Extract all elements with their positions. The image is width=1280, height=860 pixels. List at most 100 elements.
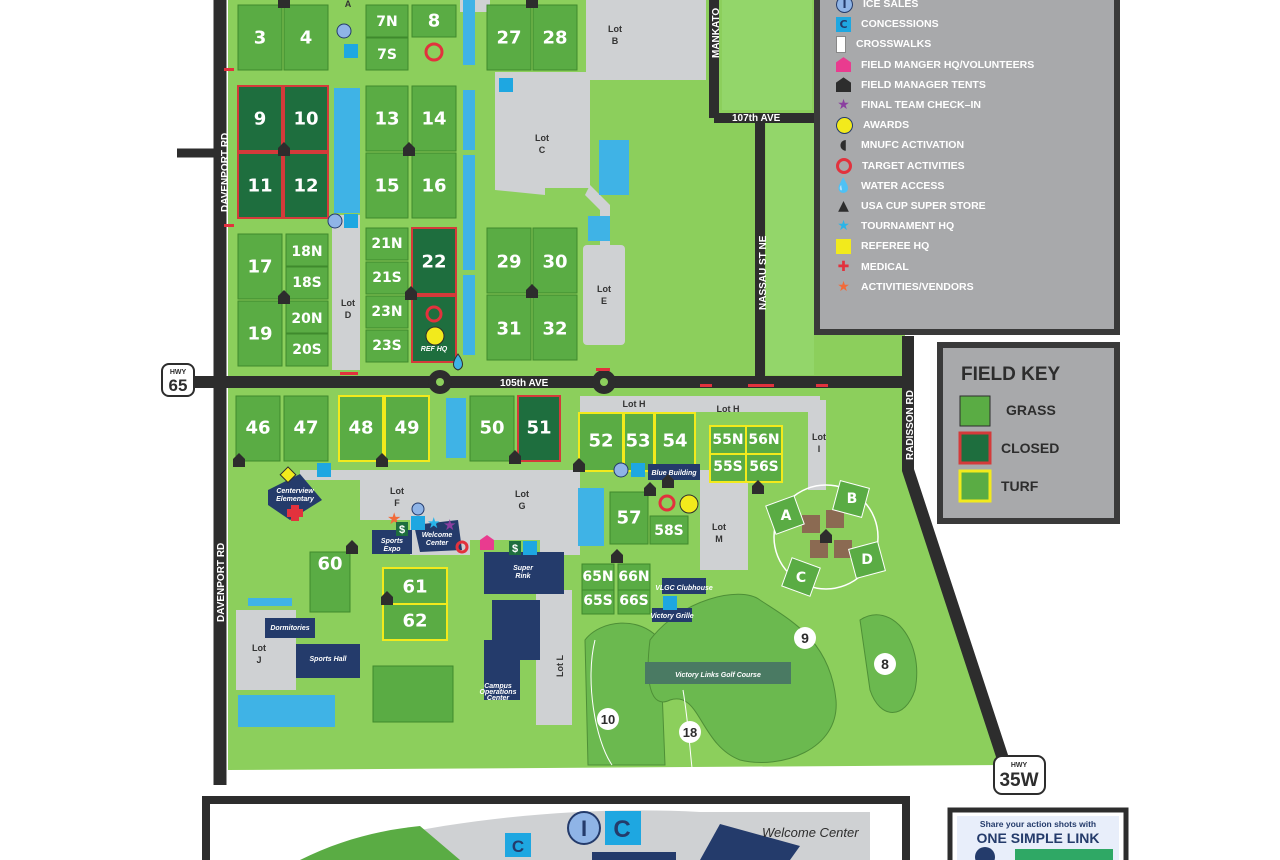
field-manager-tent-icon[interactable]	[509, 450, 521, 464]
field-15[interactable]	[365, 152, 409, 219]
field-21s[interactable]	[365, 261, 409, 295]
field-7n[interactable]	[365, 4, 409, 38]
field-c[interactable]	[781, 557, 821, 597]
field-30[interactable]	[532, 227, 578, 294]
field-29[interactable]	[486, 227, 532, 294]
awards-icon[interactable]	[679, 494, 699, 514]
ice-sales-icon[interactable]	[613, 462, 629, 478]
field-48[interactable]	[338, 395, 384, 462]
field-52[interactable]	[578, 412, 624, 472]
final-check-in-icon[interactable]: ★	[443, 517, 456, 534]
field-61[interactable]	[382, 567, 448, 605]
field-manager-tent-icon[interactable]	[662, 474, 674, 488]
field-50[interactable]	[469, 395, 515, 462]
field-14[interactable]	[411, 85, 457, 152]
concessions-icon[interactable]	[523, 541, 537, 555]
field-manager-tent-icon[interactable]	[278, 290, 290, 304]
field-manager-tent-icon[interactable]	[278, 0, 290, 8]
field-19[interactable]	[237, 300, 283, 367]
field-31[interactable]	[486, 294, 532, 361]
field-65n[interactable]	[581, 563, 615, 591]
crosswalk-icon[interactable]	[816, 384, 828, 387]
field-manager-tent-icon[interactable]	[405, 286, 417, 300]
crosswalk-icon[interactable]	[748, 384, 774, 387]
field-28[interactable]	[532, 4, 578, 71]
medical-icon[interactable]	[287, 505, 303, 521]
field-18n[interactable]	[285, 233, 329, 267]
field-manager-tent-icon[interactable]	[820, 529, 832, 543]
field-22[interactable]	[411, 227, 457, 295]
field-66s[interactable]	[617, 589, 651, 615]
target-icon[interactable]	[424, 42, 444, 62]
ice-sales-icon[interactable]	[411, 502, 425, 516]
tournament-hq-icon[interactable]: ★	[427, 515, 440, 532]
field-57[interactable]	[609, 491, 649, 545]
field-11[interactable]	[237, 152, 283, 219]
field-4[interactable]	[283, 4, 329, 71]
inset-concessions-icon[interactable]	[605, 811, 641, 845]
field-manager-tent-icon[interactable]	[233, 453, 245, 467]
field-20n[interactable]	[285, 300, 329, 334]
concessions-icon[interactable]	[344, 214, 358, 228]
field-7s[interactable]	[365, 37, 409, 71]
field-mnufc[interactable]	[372, 665, 454, 723]
field-32[interactable]	[532, 294, 578, 361]
concessions-icon[interactable]	[499, 78, 513, 92]
field-12[interactable]	[283, 152, 329, 219]
field-manager-tent-icon[interactable]	[403, 142, 415, 156]
target-icon[interactable]	[455, 540, 469, 554]
field-manager-tent-icon[interactable]	[278, 142, 290, 156]
field-10[interactable]	[283, 85, 329, 152]
crosswalk-icon[interactable]	[224, 68, 234, 71]
crosswalk-icon[interactable]	[340, 372, 358, 375]
field-21n[interactable]	[365, 227, 409, 261]
concessions-icon[interactable]	[663, 596, 677, 610]
field-d[interactable]	[848, 541, 886, 579]
field-51[interactable]	[517, 395, 561, 462]
field-manager-tent-icon[interactable]	[526, 0, 538, 8]
field-60[interactable]	[309, 551, 351, 613]
target-icon[interactable]	[425, 305, 443, 323]
field-58s[interactable]	[649, 515, 689, 545]
field-a[interactable]	[765, 495, 805, 535]
ice-sales-icon[interactable]	[327, 213, 343, 229]
ticket-sales-icon[interactable]	[509, 541, 521, 555]
field-13[interactable]	[365, 85, 409, 152]
field-27[interactable]	[486, 4, 532, 71]
ice-sales-icon[interactable]	[336, 23, 352, 39]
field-manager-tent-icon[interactable]	[611, 549, 623, 563]
field-manager-tent-icon[interactable]	[376, 453, 388, 467]
field-56s[interactable]	[745, 453, 783, 483]
field-47[interactable]	[283, 395, 329, 462]
qr-code-icon[interactable]	[1015, 849, 1113, 860]
field-46[interactable]	[235, 395, 281, 462]
inset-info-icon[interactable]	[567, 811, 601, 845]
ticket-sales-icon[interactable]	[396, 522, 408, 536]
concessions-icon[interactable]	[344, 44, 358, 58]
field-23n[interactable]	[365, 295, 409, 329]
awards-icon[interactable]	[425, 326, 445, 346]
field-17[interactable]	[237, 233, 283, 300]
field-3[interactable]	[237, 4, 283, 71]
field-9[interactable]	[237, 85, 283, 152]
field-manager-tent-icon[interactable]	[346, 540, 358, 554]
field-23s[interactable]	[365, 329, 409, 363]
field-manager-hq-icon[interactable]	[480, 535, 494, 550]
field-20s[interactable]	[285, 333, 329, 367]
field-62[interactable]	[382, 603, 448, 641]
concessions-icon[interactable]	[317, 463, 331, 477]
water-drop-icon[interactable]	[453, 353, 463, 371]
field-66n[interactable]	[617, 563, 651, 591]
field-49[interactable]	[384, 395, 430, 462]
referee-hq-icon[interactable]	[279, 466, 297, 484]
field-manager-tent-icon[interactable]	[573, 458, 585, 472]
field-55n[interactable]	[709, 425, 747, 455]
field-manager-tent-icon[interactable]	[526, 284, 538, 298]
concessions-icon[interactable]	[631, 463, 645, 477]
inset-concessions-icon-2[interactable]	[505, 833, 531, 857]
crosswalk-icon[interactable]	[224, 224, 234, 227]
field-65s[interactable]	[581, 589, 615, 615]
field-56n[interactable]	[745, 425, 783, 455]
concessions-icon[interactable]	[411, 516, 425, 530]
field-8[interactable]	[411, 4, 457, 38]
